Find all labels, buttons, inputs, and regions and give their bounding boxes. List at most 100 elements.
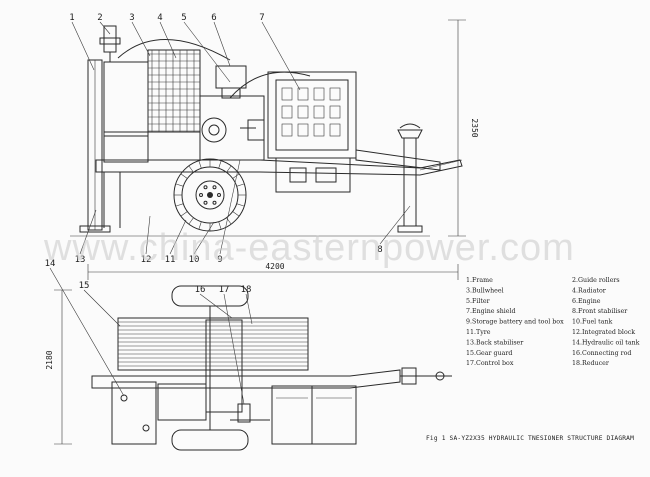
legend-item: 18.Reducer bbox=[572, 360, 610, 367]
callout-label: 3 bbox=[129, 13, 134, 23]
storage-battery-and-tool-box bbox=[275, 157, 351, 193]
figure-caption: Fig 1 SA-YZ2X35 HYDRAULIC TNESIONER STRU… bbox=[426, 435, 634, 442]
shield-vent bbox=[313, 87, 325, 101]
callout-leader bbox=[83, 289, 121, 327]
bullwheel-bolt bbox=[212, 185, 217, 190]
legend-item: 7.Engine shield bbox=[466, 308, 516, 315]
callout-label: 18 bbox=[241, 285, 252, 295]
callout-leader bbox=[199, 293, 233, 319]
bullwheel-tooth bbox=[236, 203, 245, 207]
legend-item: 3.Bullwheel bbox=[466, 287, 504, 294]
reducer bbox=[157, 383, 207, 421]
legend-item: 2.Guide rollers bbox=[572, 277, 620, 284]
frame bbox=[95, 159, 463, 176]
engine-shield-arc bbox=[229, 71, 311, 99]
engine-plan bbox=[271, 385, 313, 445]
guide-rollers bbox=[103, 25, 117, 53]
callout-label: 2 bbox=[97, 13, 102, 23]
shield-vent bbox=[329, 87, 341, 101]
legend-item: 16.Connecting rod bbox=[572, 350, 631, 357]
callout-leader bbox=[245, 293, 253, 325]
callout-label: 12 bbox=[141, 255, 152, 265]
filter-neck bbox=[221, 87, 241, 99]
bullwheel-tooth bbox=[188, 217, 194, 225]
callout-label: 6 bbox=[211, 13, 216, 23]
bullwheel-tooth bbox=[198, 160, 202, 169]
tyre-upper bbox=[171, 285, 249, 307]
callout-leader bbox=[71, 21, 95, 71]
frame-plan bbox=[91, 369, 401, 389]
shield-vent bbox=[281, 123, 293, 137]
front-stabiliser bbox=[403, 137, 417, 227]
legend-item: 13.Back stabiliser bbox=[466, 339, 524, 346]
legend-item: 15.Gear guard bbox=[466, 350, 512, 357]
bullwheel-hub bbox=[195, 180, 225, 210]
legend-item: 8.Front stabiliser bbox=[572, 308, 628, 315]
shield-vent bbox=[281, 87, 293, 101]
bullwheel bbox=[173, 158, 247, 232]
callout-leader bbox=[183, 21, 231, 83]
shield-vent bbox=[297, 123, 309, 137]
oil-tank-cap bbox=[120, 394, 128, 402]
radiator bbox=[147, 49, 201, 133]
front-stabiliser-top bbox=[397, 129, 423, 139]
radiator-hatch bbox=[148, 50, 200, 132]
bullwheel-teeth bbox=[174, 159, 246, 231]
bullwheel-plan bbox=[117, 317, 309, 371]
bullwheel-bolt bbox=[199, 193, 203, 197]
tow-eye bbox=[419, 159, 463, 171]
storage-box-latch-2 bbox=[315, 167, 337, 183]
bullwheel-tooth bbox=[218, 221, 222, 230]
shield-vent bbox=[329, 105, 341, 119]
callout-leader bbox=[131, 21, 151, 57]
legend-item: 1.Frame bbox=[466, 277, 493, 284]
bullwheel-tooth bbox=[226, 165, 232, 173]
length-dimension-label: 4200 bbox=[265, 262, 284, 271]
gear-guard-arc bbox=[117, 39, 231, 61]
bullwheel-tooth bbox=[232, 211, 240, 217]
callout-leader bbox=[213, 21, 231, 67]
callout-leader bbox=[379, 205, 411, 245]
legend-item: 11.Tyre bbox=[466, 329, 491, 336]
bullwheel-tooth bbox=[175, 203, 184, 207]
engine-shield bbox=[267, 71, 357, 159]
callout-label: 17 bbox=[219, 285, 230, 295]
engine-block-detail bbox=[247, 119, 265, 141]
bullwheel-bolt bbox=[203, 185, 208, 190]
callout-label: 5 bbox=[181, 13, 186, 23]
engine-shield-vents bbox=[281, 87, 341, 137]
callout-leader bbox=[193, 221, 215, 255]
bullwheel-tooth bbox=[188, 165, 194, 173]
callout-leader bbox=[159, 21, 177, 59]
bullwheel-axle bbox=[207, 192, 213, 198]
bullwheel-tooth bbox=[232, 173, 240, 179]
bullwheel-tooth bbox=[236, 183, 245, 187]
legend-item: 17.Control box bbox=[466, 360, 514, 367]
bullwheel-grooves bbox=[118, 321, 308, 367]
callout-label: 7 bbox=[259, 13, 264, 23]
control-box-side bbox=[103, 131, 149, 163]
legend-item: 6.Engine bbox=[572, 298, 601, 305]
callout-label: 4 bbox=[157, 13, 162, 23]
callout-label: 8 bbox=[377, 245, 382, 255]
callout-label: 14 bbox=[45, 259, 56, 269]
hydraulic-oil-tank bbox=[111, 381, 157, 445]
callout-label: 1 bbox=[69, 13, 74, 23]
legend-item: 4.Radiator bbox=[572, 287, 607, 294]
guide-rollers-bracket bbox=[99, 37, 121, 45]
front-stabiliser-handle bbox=[399, 123, 421, 129]
engine-pulley-hub bbox=[208, 124, 220, 136]
hydraulic-oil-tank-side bbox=[103, 61, 149, 137]
bullwheel-tooth bbox=[180, 211, 188, 217]
height-dimension-label: 2350 bbox=[470, 118, 479, 137]
storage-box-latch bbox=[289, 167, 307, 183]
legend-item: 9.Storage battery and tool box bbox=[466, 319, 564, 326]
width-dimension-label: 2180 bbox=[45, 350, 54, 369]
bullwheel-bolt bbox=[203, 200, 208, 205]
callout-leader bbox=[261, 21, 301, 91]
callout-label: 13 bbox=[75, 255, 86, 265]
integrated-block bbox=[205, 319, 243, 413]
